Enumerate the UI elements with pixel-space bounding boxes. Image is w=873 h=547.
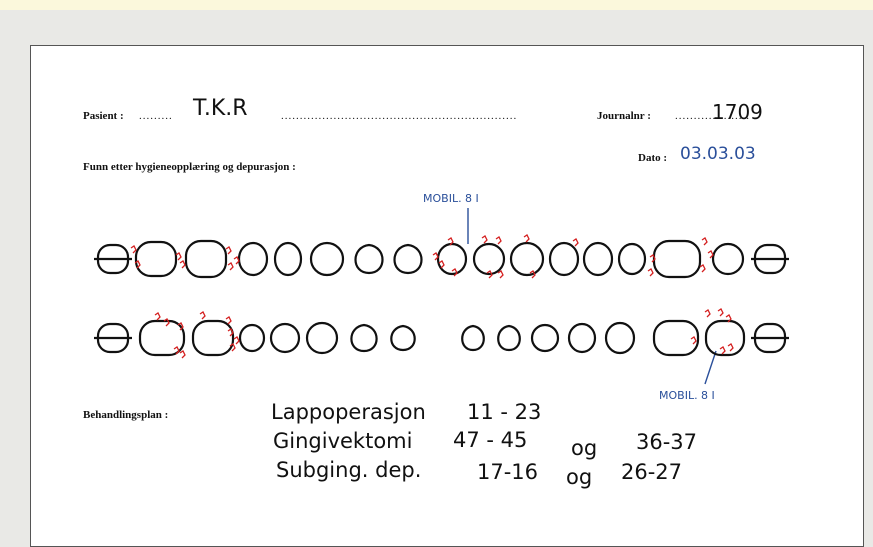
pocket-depth-mark [163, 318, 170, 327]
pocket-depth-mark [199, 311, 206, 320]
plan-row1-treatment: Lappoperasjon [271, 400, 426, 424]
pocket-depth-mark [179, 350, 186, 359]
pocket-depth-mark [432, 252, 439, 261]
pocket-depth-mark [717, 308, 724, 317]
pocket-depth-mark [647, 268, 654, 277]
lower-tooth [138, 319, 186, 357]
pocket-depth-mark [523, 234, 530, 243]
pocket-depth-mark [704, 309, 711, 318]
pocket-depth-mark [134, 260, 141, 269]
patient-label: Pasient : [83, 110, 124, 122]
lower-tooth [530, 323, 560, 353]
upper-tooth [134, 240, 178, 278]
upper-tooth [184, 239, 228, 279]
upper-tooth [711, 242, 745, 276]
upper-tooth [582, 241, 614, 277]
lower-mobility-pointer [704, 350, 717, 385]
plan-row2-teeth-a: 47 - 45 [453, 428, 528, 452]
plan-row3-teeth-a: 17-16 [477, 460, 539, 484]
plan-row2-og: og [571, 436, 598, 460]
upper-tooth [472, 242, 506, 276]
plan-row2-treatment: Gingivektomi [273, 429, 413, 453]
pocket-depth-mark [701, 237, 708, 246]
upper-tooth [617, 242, 647, 276]
upper-tooth [652, 239, 702, 279]
pocket-depth-mark [486, 270, 493, 279]
pocket-depth-mark [233, 256, 240, 265]
plan-row1-teeth: 11 - 23 [467, 400, 542, 424]
lower-mobility-note: MOBIL. 8 I [659, 389, 715, 402]
pocket-depth-mark [233, 336, 240, 345]
periodontal-chart-card: Pasient : T.K.R ......... ..............… [30, 45, 864, 547]
pocket-depth-mark [727, 343, 734, 352]
dental-chart [94, 208, 789, 385]
date-value: 03.03.03 [680, 144, 756, 164]
pocket-depth-mark [451, 268, 458, 277]
pocket-depth-mark [481, 235, 488, 244]
journal-dotted-line: .................... [675, 110, 750, 122]
lower-tooth [652, 319, 700, 357]
lower-tooth [269, 322, 301, 354]
lower-tooth [238, 323, 266, 353]
date-label: Dato : [638, 152, 668, 164]
upper-tooth [354, 243, 384, 275]
upper-tooth [237, 241, 269, 277]
top-band [0, 0, 873, 10]
upper-tooth [509, 241, 545, 277]
pocket-depth-mark [130, 245, 137, 254]
pocket-depth-mark [495, 236, 502, 245]
lower-tooth [497, 324, 521, 352]
lower-tooth [305, 321, 339, 355]
lower-tooth [350, 323, 378, 353]
pocket-depth-mark [225, 246, 232, 255]
pocket-depth-mark [497, 270, 504, 279]
lower-tooth [191, 319, 235, 357]
pocket-depth-mark [229, 343, 236, 352]
upper-teeth-row [94, 239, 789, 279]
pocket-depth-mark [572, 238, 579, 247]
patient-dotted-line-2: ........................................… [281, 110, 518, 122]
pocket-depth-mark [177, 322, 184, 331]
plan-row3-og: og [566, 465, 593, 489]
pocket-depth-mark [529, 270, 536, 279]
journal-value: 1709 [712, 100, 763, 124]
pocket-depth-mark [725, 314, 732, 323]
findings-label: Funn etter hygieneopplæring og depurasjo… [83, 161, 296, 173]
pocket-depth-mark [173, 346, 180, 355]
pocket-depth-mark [699, 264, 706, 273]
pocket-depth-mark [438, 260, 445, 269]
pocket-depth-mark [227, 328, 234, 337]
pocket-depth-mark [225, 316, 232, 325]
patient-dotted-line: ......... [139, 110, 173, 122]
pocket-depth-mark [649, 254, 656, 263]
pocket-depth-mark [179, 260, 186, 269]
pocket-depth-marks [130, 234, 734, 359]
upper-mobility-note: MOBIL. 8 I [423, 192, 479, 205]
upper-tooth [273, 241, 303, 277]
pocket-depth-mark [707, 250, 714, 259]
pocket-depth-mark [227, 262, 234, 271]
lower-tooth [704, 319, 746, 357]
pocket-depth-mark [719, 346, 726, 355]
pocket-depth-mark [447, 237, 454, 246]
lower-tooth [390, 324, 416, 352]
upper-tooth [393, 243, 423, 275]
pocket-depth-mark [175, 252, 182, 261]
plan-label: Behandlingsplan : [83, 409, 169, 421]
lower-teeth-row [94, 319, 789, 357]
pocket-depth-mark [154, 312, 161, 321]
upper-tooth [548, 241, 580, 277]
plan-row3-teeth-b: 26-27 [621, 460, 683, 484]
plan-row2-teeth-b: 36-37 [636, 430, 698, 454]
plan-row3-treatment: Subging. dep. [276, 458, 422, 482]
patient-value: T.K.R [193, 96, 248, 121]
lower-tooth [604, 321, 636, 355]
upper-tooth [309, 241, 345, 277]
journal-label: Journalnr : [597, 110, 651, 122]
lower-tooth [567, 322, 597, 354]
upper-tooth [436, 242, 468, 276]
pocket-depth-mark [690, 336, 697, 345]
lower-tooth [461, 324, 485, 352]
